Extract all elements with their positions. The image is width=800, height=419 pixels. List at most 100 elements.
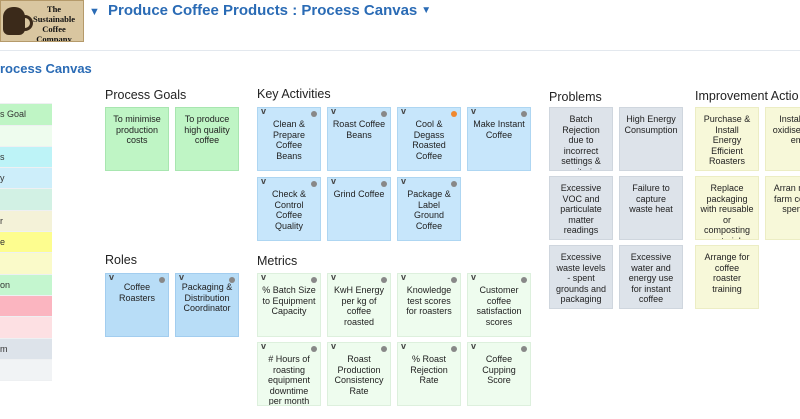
expand-chevron-icon[interactable]: v <box>331 342 337 351</box>
improvement-note[interactable]: Purchase & Install Energy Efficient Roas… <box>695 107 759 171</box>
problem-note[interactable]: Batch Rejection due to incorrect setting… <box>549 107 613 171</box>
legend-item[interactable] <box>0 317 52 339</box>
status-dot <box>381 181 387 187</box>
legend-item[interactable] <box>0 125 52 147</box>
status-dot <box>311 346 317 352</box>
status-dot <box>159 277 165 283</box>
role-note[interactable]: v Coffee Roasters <box>105 273 169 337</box>
goal-note[interactable]: To produce high quality coffee <box>175 107 239 171</box>
expand-chevron-icon[interactable]: v <box>109 273 115 282</box>
problem-note[interactable]: Excessive water and energy use for insta… <box>619 245 683 309</box>
nav-dropdown-icon[interactable]: ▼ <box>89 6 100 18</box>
note-text: Cool & Degass Roasted Coffee <box>412 119 446 161</box>
expand-chevron-icon[interactable]: v <box>261 177 267 186</box>
note-text: Roast Production Consistency Rate <box>334 354 384 396</box>
note-text: Clean & Prepare Coffee Beans <box>272 119 306 161</box>
goal-note[interactable]: To minimise production costs <box>105 107 169 171</box>
problem-note[interactable]: Failure to capture waste heat <box>619 176 683 240</box>
expand-chevron-icon[interactable]: v <box>471 342 477 351</box>
problem-note[interactable]: Excessive VOC and particulate matter rea… <box>549 176 613 240</box>
expand-chevron-icon[interactable]: v <box>179 273 185 282</box>
legend-item[interactable]: m <box>0 338 52 360</box>
status-dot <box>451 277 457 283</box>
note-text: # Hours of roasting equipment downtime p… <box>267 354 311 406</box>
legend-item[interactable] <box>0 295 52 318</box>
note-text: Knowledge test scores for roasters <box>406 285 452 316</box>
expand-chevron-icon[interactable]: v <box>331 273 337 282</box>
company-logo[interactable]: The Sustainable Coffee Company <box>0 0 84 42</box>
expand-chevron-icon[interactable]: v <box>261 342 267 351</box>
logo-text: The Sustainable Coffee Company <box>32 4 76 42</box>
page-title-text: Produce Coffee Products : Process Canvas <box>108 2 418 19</box>
legend-item[interactable]: y <box>0 168 52 190</box>
note-text: Roast Coffee Beans <box>332 119 386 140</box>
expand-chevron-icon[interactable]: v <box>401 342 407 351</box>
legend-item[interactable] <box>0 253 52 275</box>
section-title-process-goals: Process Goals <box>105 88 187 102</box>
chevron-down-icon[interactable]: ▼ <box>421 5 432 16</box>
improvement-note[interactable]: Install ca oxidise treat em <box>765 107 800 171</box>
status-dot <box>229 277 235 283</box>
legend-item[interactable] <box>0 359 52 382</box>
note-text: KwH Energy per kg of coffee roasted <box>333 285 385 327</box>
improvement-note[interactable]: Replace packaging with reusable or compo… <box>695 176 759 240</box>
status-dot <box>521 111 527 117</box>
expand-chevron-icon[interactable]: v <box>471 107 477 116</box>
improvement-note[interactable]: Arran mush farm collect spent g <box>765 176 800 240</box>
expand-chevron-icon[interactable]: v <box>401 177 407 186</box>
status-dot <box>451 346 457 352</box>
metric-note[interactable]: v % Batch Size to Equipment Capacity <box>257 273 321 337</box>
expand-chevron-icon[interactable]: v <box>331 177 337 186</box>
status-dot <box>311 277 317 283</box>
section-title-roles: Roles <box>105 253 137 267</box>
expand-chevron-icon[interactable]: v <box>261 273 267 282</box>
improvement-note[interactable]: Arrange for coffee roaster training <box>695 245 759 309</box>
note-text: Grind Coffee <box>333 189 385 199</box>
expand-chevron-icon[interactable]: v <box>401 273 407 282</box>
note-text: Check & Control Coffee Quality <box>271 189 306 231</box>
problem-note[interactable]: Excessive waste levels - spent grounds a… <box>549 245 613 309</box>
problem-note[interactable]: High Energy Consumption <box>619 107 683 171</box>
note-text: High Energy Consumption <box>624 114 678 135</box>
note-text: % Batch Size to Equipment Capacity <box>262 285 316 316</box>
page-title[interactable]: Produce Coffee Products : Process Canvas… <box>108 2 431 19</box>
status-dot <box>521 346 527 352</box>
note-text: Make Instant Coffee <box>473 119 525 140</box>
legend-item[interactable] <box>0 189 52 211</box>
note-text: Excessive VOC and particulate matter rea… <box>560 183 602 235</box>
note-text: Coffee Cupping Score <box>482 354 516 385</box>
expand-chevron-icon[interactable]: v <box>331 107 337 116</box>
legend-item[interactable]: r <box>0 210 52 233</box>
legend-item[interactable]: s Goal <box>0 104 52 126</box>
role-note[interactable]: v Packaging & Distribution Coordinator <box>175 273 239 337</box>
legend-item[interactable] <box>0 83 52 105</box>
expand-chevron-icon[interactable]: v <box>471 273 477 282</box>
legend-item[interactable]: e <box>0 232 52 254</box>
note-text: To produce high quality coffee <box>184 114 230 145</box>
expand-chevron-icon[interactable]: v <box>401 107 407 116</box>
expand-chevron-icon[interactable]: v <box>261 107 267 116</box>
note-text: Batch Rejection due to incorrect setting… <box>560 114 602 170</box>
metric-note[interactable]: v# Hours of roasting equipment downtime … <box>257 342 321 406</box>
legend-item[interactable]: on <box>0 274 52 296</box>
metric-note[interactable]: v% Roast Rejection Rate <box>397 342 461 406</box>
note-text: Install ca oxidise treat em <box>772 114 800 145</box>
status-dot <box>381 111 387 117</box>
note-text: % Roast Rejection Rate <box>410 354 448 385</box>
legend-item[interactable]: s <box>0 146 52 169</box>
top-bar: The Sustainable Coffee Company ▼ Produce… <box>0 0 800 48</box>
status-dot <box>521 277 527 283</box>
